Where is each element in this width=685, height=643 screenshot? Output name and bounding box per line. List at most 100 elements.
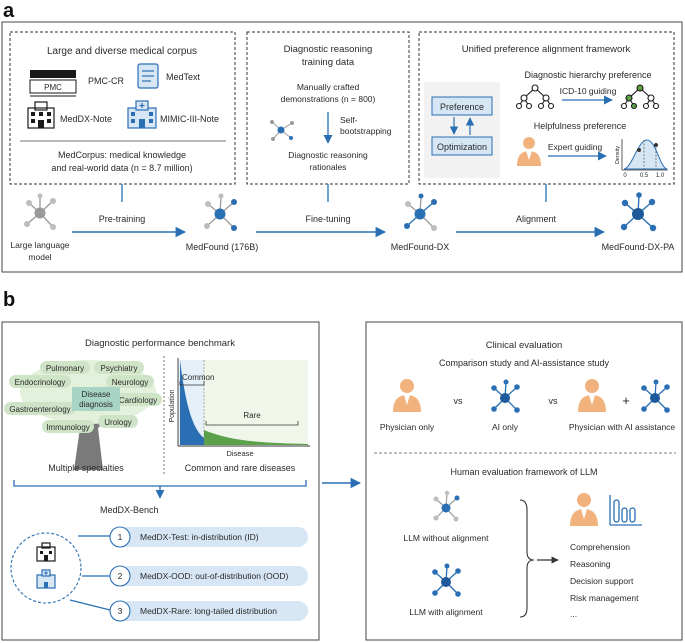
- specialty-endocrinology: Endocrinology: [15, 378, 66, 387]
- rationales-line2: rationales: [310, 162, 347, 172]
- mimic-note-hospital-icon: [127, 100, 157, 129]
- guided-tree-icon: [620, 84, 660, 110]
- hierarchy-title: Diagnostic hierarchy preference: [524, 70, 651, 80]
- icd-label: ICD-10 guiding: [560, 86, 617, 96]
- bench-item-2-pill: [118, 566, 308, 586]
- demonstrations-line2: demonstrations (n = 800): [281, 94, 376, 104]
- llm-network-icon: [24, 193, 56, 230]
- clinical-frame: [365, 321, 683, 641]
- specialty-immunology-pill: [42, 420, 94, 433]
- medfound-dx-pa-label: MedFound-DX-PA: [602, 242, 675, 252]
- clinical-title: Clinical evaluation: [486, 340, 563, 351]
- link-line-3: [69, 599, 111, 611]
- bench-hospital-ring: [10, 532, 82, 604]
- specialty-urology: Urology: [104, 418, 132, 427]
- density-tick-1.0: 1.0: [656, 173, 665, 179]
- hospital-blue-icon: [36, 569, 56, 589]
- bootstrapping-line2: bootstrapping: [340, 126, 392, 136]
- common-rare-label: Common and rare diseases: [185, 463, 296, 473]
- small-network-icon: [270, 120, 294, 141]
- medtext-document-icon: [137, 63, 159, 89]
- benchmark-title: Diagnostic performance benchmark: [85, 338, 235, 349]
- bench-item-1-num: 1: [118, 532, 123, 542]
- specialty-gastroenterology-pill: [4, 402, 76, 415]
- benchmark-bracket: [13, 480, 307, 487]
- ai-only-label: AI only: [492, 422, 519, 432]
- specialty-neurology-pill: [106, 375, 154, 388]
- common-label: Common: [182, 373, 214, 382]
- llm-with-alignment-label: LLM with alignment: [409, 607, 483, 617]
- bench-item-1-label: MedDX-Test: in-distribution (ID): [140, 532, 259, 542]
- rationales-line1: Diagnostic reasoning: [288, 150, 368, 160]
- corpus-box: [9, 31, 236, 185]
- vs-label-2: vs: [549, 396, 559, 406]
- llm-with-alignment-icon: [432, 563, 461, 597]
- density-plot: [621, 139, 668, 171]
- long-tail-distribution-plot: [177, 358, 310, 447]
- medfound-label: MedFound (176B): [186, 242, 259, 252]
- svg-text:PMC: PMC: [44, 83, 62, 92]
- criterion-reasoning: Reasoning: [570, 559, 611, 569]
- meddx-note-label: MedDX-Note: [60, 114, 112, 124]
- demonstrations-line1: Manually crafted: [297, 82, 360, 92]
- ai-only-network-icon: [491, 379, 520, 413]
- criterion-decision-support: Decision support: [570, 576, 634, 586]
- preference-optimization-panel: [424, 82, 500, 178]
- optimization-box: [431, 136, 493, 156]
- specialty-pulmonary: Pulmonary: [46, 364, 84, 373]
- bench-item-2-label: MedDX-OOD: out-of-distribution (OOD): [140, 571, 288, 581]
- hospital-dark-icon: [36, 542, 56, 562]
- density-axis-label: Density: [615, 146, 621, 165]
- physician-assisted-icon: [578, 379, 606, 412]
- helpfulness-title: Helpfulness preference: [534, 121, 627, 131]
- corpus-title: Large and diverse medical corpus: [47, 46, 197, 57]
- mimic-note-label: MIMIC-III-Note: [160, 114, 219, 124]
- clinical-subtitle: Comparison study and AI-assistance study: [439, 358, 610, 368]
- llm-without-alignment-label: LLM without alignment: [403, 533, 489, 543]
- bench-item-2-badge: [109, 565, 131, 587]
- medfound-dx-pa-network-icon: [620, 192, 657, 232]
- reasoning-title-line1: Diagnostic reasoning: [284, 44, 373, 55]
- specialty-psychiatry: Psychiatry: [101, 364, 138, 373]
- bench-item-1-badge: [109, 526, 131, 548]
- specialty-cardiology: Cardiology: [119, 396, 157, 405]
- bench-item-3-label: MedDX-Rare: long-tailed distribution: [140, 606, 277, 616]
- alignment-step-label: Alignment: [516, 214, 557, 224]
- density-tick-0: 0: [623, 173, 627, 179]
- medfound-network-icon: [204, 193, 237, 231]
- specialty-immunology: Immunology: [46, 423, 90, 432]
- plus-label: +: [622, 393, 630, 408]
- specialty-cardiology-pill: [114, 393, 162, 406]
- bar-chart-icon: [609, 495, 642, 526]
- preference-label: Preference: [440, 102, 484, 112]
- physician-ai-label: Physician with AI assistance: [569, 422, 676, 432]
- meddx-note-hospital-icon: [27, 101, 55, 129]
- specialty-gastroenterology: Gastroenterology: [9, 405, 70, 414]
- bootstrapping-line1: Self-: [340, 115, 358, 125]
- panel-b-letter: b: [3, 289, 15, 311]
- population-axis-label: Population: [169, 389, 176, 422]
- disease-diagnosis-line1: Disease: [82, 390, 111, 399]
- panel-a-frame: [1, 21, 683, 273]
- llm-label-line2: model: [28, 252, 51, 262]
- corpus-summary-line2: and real-world data (n = 8.7 million): [51, 163, 192, 173]
- disease-axis-label: Disease: [226, 449, 253, 458]
- criterion-comprehension: Comprehension: [570, 542, 630, 552]
- disease-diagnosis-box: [72, 387, 120, 411]
- medfound-dx-label: MedFound-DX: [391, 242, 450, 252]
- panel-a-letter: a: [3, 0, 15, 22]
- specialty-neurology: Neurology: [112, 378, 148, 387]
- density-tick-0.5: 0.5: [640, 173, 649, 179]
- physician-only-label: Physician only: [380, 422, 435, 432]
- disease-diagnosis-line2: diagnosis: [79, 400, 113, 409]
- ai-assistant-network-icon: [641, 379, 670, 413]
- expert-guiding-label: Expert guiding: [548, 142, 603, 152]
- meddx-bench-title: MedDX-Bench: [100, 505, 159, 515]
- specialty-pulmonary-pill: [40, 361, 90, 374]
- preference-box: [431, 96, 493, 116]
- specialty-psychiatry-pill: [94, 361, 144, 374]
- bench-item-3-pill: [118, 601, 308, 621]
- pmc-cr-label: PMC-CR: [88, 76, 124, 86]
- finetuning-label: Fine-tuning: [305, 214, 350, 224]
